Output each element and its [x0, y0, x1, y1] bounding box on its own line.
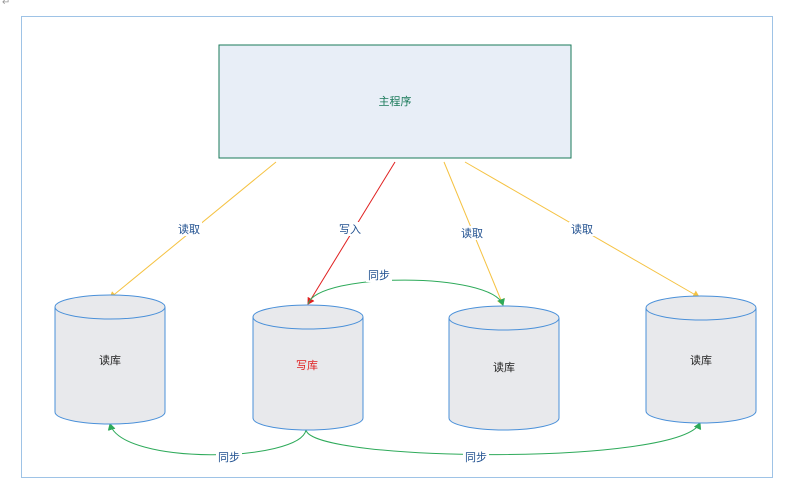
sync-arrow-top [307, 279, 505, 306]
svg-text:读取: 读取 [178, 222, 200, 236]
main-program-label: 主程序 [379, 94, 412, 108]
svg-text:写入: 写入 [339, 223, 361, 236]
svg-text:读取: 读取 [461, 226, 483, 240]
database-read-3-label: 读库 [690, 353, 712, 367]
database-read-3: 读库 [645, 295, 757, 424]
svg-text:同步: 同步 [465, 451, 487, 464]
svg-text:读取: 读取 [571, 222, 593, 236]
edge-label-read-3: 读取 [569, 222, 595, 236]
svg-text:同步: 同步 [218, 451, 240, 464]
database-write: 写库 [252, 304, 364, 431]
sync-arrow-bottom-left [107, 423, 307, 456]
database-read-2-label: 读库 [493, 360, 515, 374]
database-read-1: 读库 [54, 294, 166, 425]
database-read-2: 读库 [448, 305, 560, 431]
database-read-1-label: 读库 [99, 353, 121, 367]
sync-arrow-bottom-right [305, 422, 702, 456]
edge-label-sync-top: 同步 [366, 268, 392, 282]
main-program-node: 主程序 [218, 44, 572, 159]
edge-label-read-1: 读取 [176, 222, 202, 236]
svg-text:同步: 同步 [368, 269, 390, 282]
edge-label-write: 写入 [337, 222, 363, 236]
edge-label-sync-bottom-right: 同步 [463, 450, 489, 464]
edge-label-read-2: 读取 [459, 226, 485, 240]
diagram-frame [21, 16, 773, 478]
paragraph-mark: ↵ [2, 0, 11, 8]
edge-label-sync-bottom-left: 同步 [216, 450, 242, 464]
database-write-label: 写库 [296, 359, 318, 372]
